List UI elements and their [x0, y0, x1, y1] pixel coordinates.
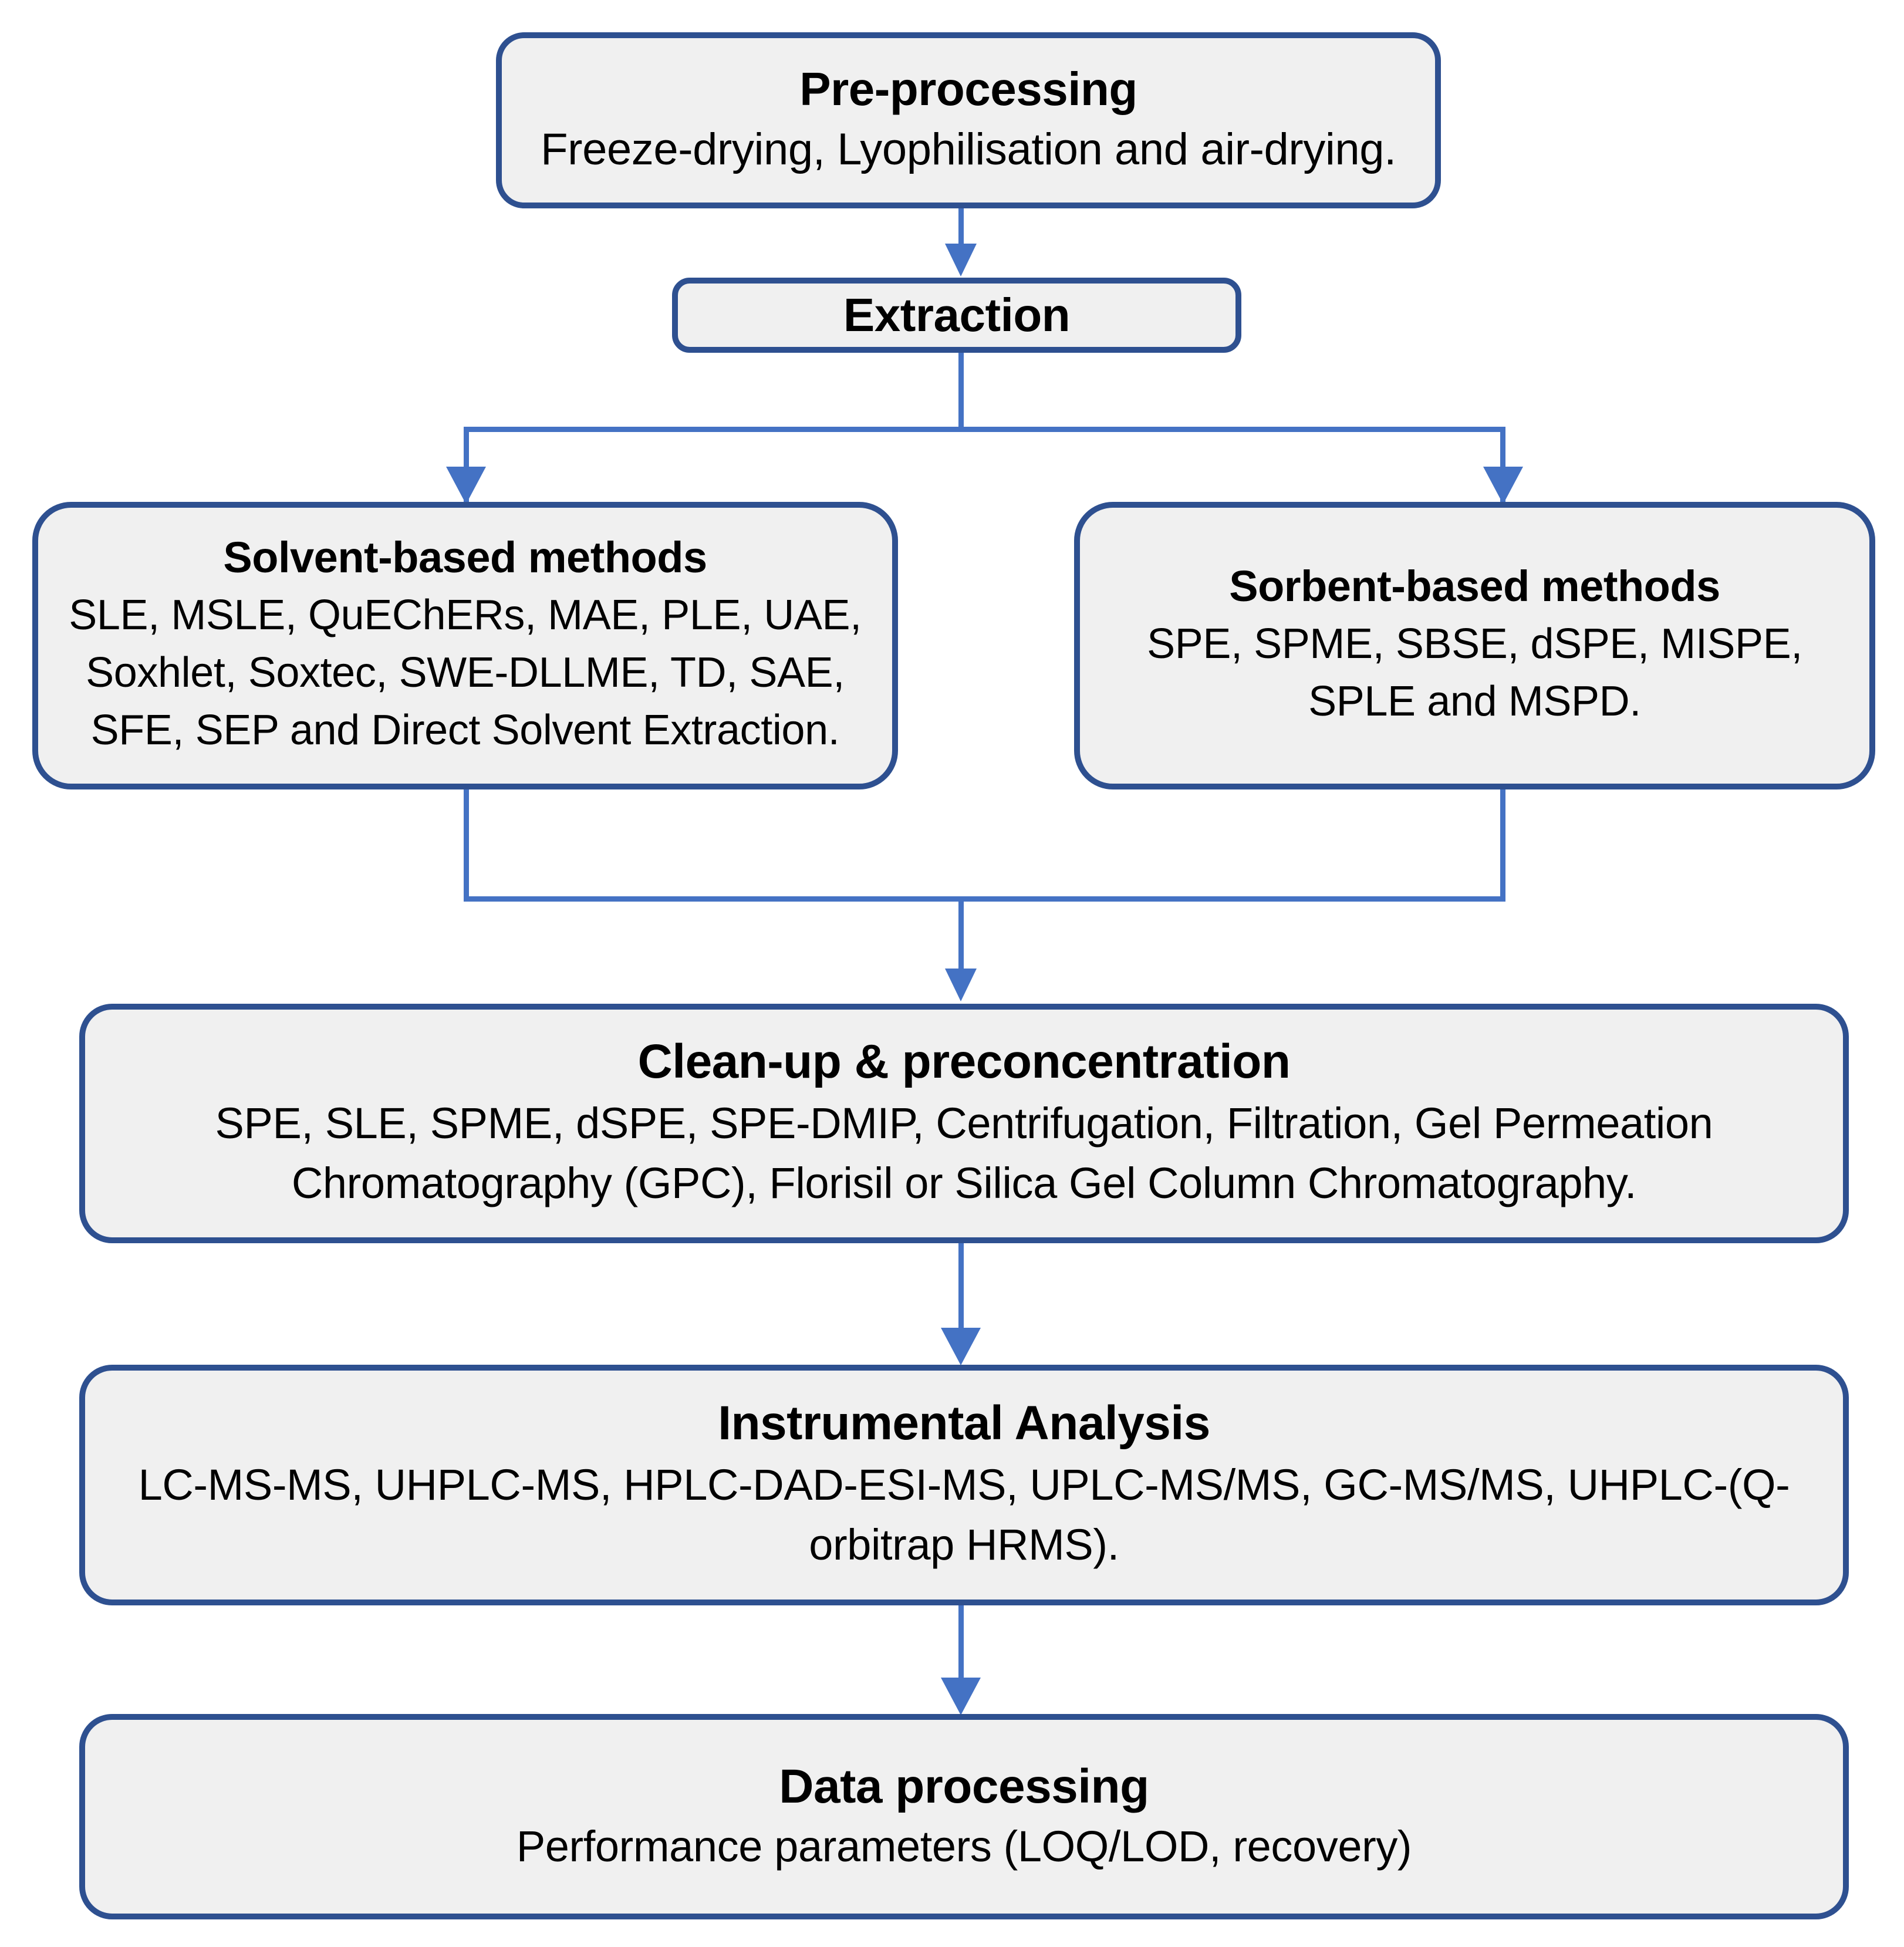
node-pre-processing-title: Pre-processing: [799, 63, 1137, 116]
node-solvent-based-methods-body: SLE, MSLE, QuEChERs, MAE, PLE, UAE, Soxh…: [69, 591, 862, 754]
node-cleanup-preconcentration[interactable]: Clean-up & preconcentration SPE, SLE, SP…: [79, 1004, 1849, 1243]
node-pre-processing[interactable]: Pre-processing Freeze-drying, Lyophilisa…: [496, 32, 1441, 208]
node-data-processing-body: Performance parameters (LOQ/LOD, recover…: [516, 1822, 1412, 1871]
edge-merge-bar: [464, 896, 1505, 902]
edge-merge-to-cleanup-arrowhead: [945, 969, 977, 1001]
node-solvent-based-methods[interactable]: Solvent-based methods SLE, MSLE, QuEChER…: [32, 502, 898, 789]
node-instrumental-analysis-title: Instrumental Analysis: [718, 1396, 1210, 1450]
node-extraction-title: Extraction: [843, 288, 1071, 341]
node-instrumental-analysis-body: LC-MS-MS, UHPLC-MS, HPLC-DAD-ESI-MS, UPL…: [138, 1460, 1790, 1570]
edge-split-right-arrowhead: [1483, 467, 1523, 504]
node-sorbent-based-methods-body: SPE, SPME, SBSE, dSPE, MISPE, SPLE and M…: [1147, 620, 1802, 725]
edge-cleanup-to-instrumental-arrowhead: [941, 1328, 981, 1365]
edge-merge-to-cleanup-line: [958, 896, 964, 970]
edge-split-bar: [464, 427, 1505, 432]
edge-extraction-stem: [958, 353, 964, 431]
edge-cleanup-to-instrumental-line: [958, 1243, 964, 1331]
node-sorbent-based-methods-title: Sorbent-based methods: [1229, 562, 1720, 611]
edge-split-left-arrowhead: [446, 467, 486, 504]
node-extraction[interactable]: Extraction: [672, 278, 1241, 353]
edge-merge-right-riser: [1500, 789, 1505, 899]
edge-pre-to-extraction-arrowhead: [945, 244, 977, 276]
node-instrumental-analysis[interactable]: Instrumental Analysis LC-MS-MS, UHPLC-MS…: [79, 1365, 1849, 1605]
node-data-processing-title: Data processing: [779, 1759, 1149, 1813]
node-pre-processing-body: Freeze-drying, Lyophilisation and air-dr…: [541, 124, 1396, 174]
node-sorbent-based-methods[interactable]: Sorbent-based methods SPE, SPME, SBSE, d…: [1074, 502, 1875, 789]
node-solvent-based-methods-title: Solvent-based methods: [223, 533, 707, 582]
edge-instrumental-to-data-line: [958, 1605, 964, 1681]
edge-instrumental-to-data-arrowhead: [941, 1678, 981, 1715]
edge-pre-to-extraction-line: [958, 208, 964, 245]
node-cleanup-preconcentration-title: Clean-up & preconcentration: [637, 1034, 1291, 1088]
edge-merge-left-riser: [464, 789, 469, 899]
node-data-processing[interactable]: Data processing Performance parameters (…: [79, 1714, 1849, 1919]
node-cleanup-preconcentration-body: SPE, SLE, SPME, dSPE, SPE-DMIP, Centrifu…: [215, 1099, 1713, 1208]
